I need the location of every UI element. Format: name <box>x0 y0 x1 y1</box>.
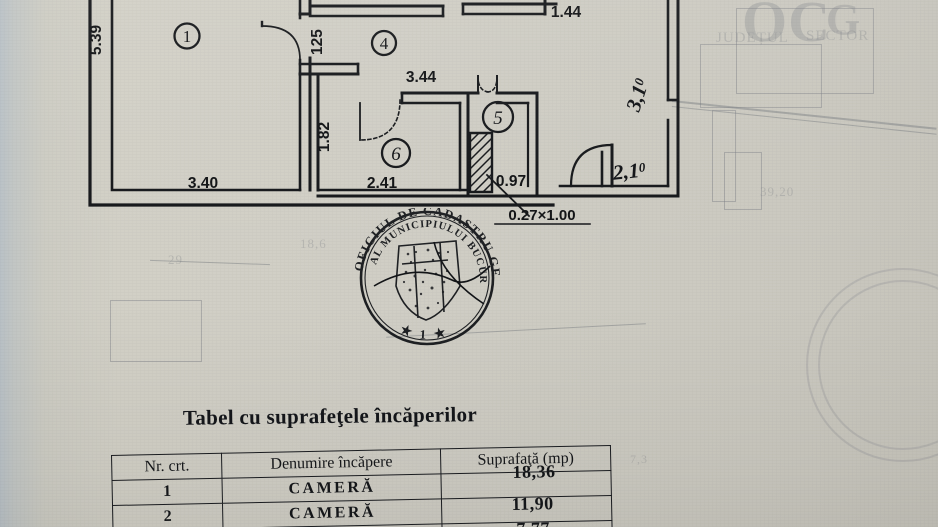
cell-nr-1: 1 <box>112 478 223 506</box>
dimension-3-40: 3.40 <box>188 175 218 192</box>
ghost-text-fragment: JUDEȚUL <box>716 30 789 46</box>
ghost-rect <box>736 8 874 94</box>
ghost-text-fragment: 39,20 <box>760 184 795 199</box>
svg-text:★ 1 ★: ★ 1 ★ <box>398 321 450 342</box>
stamp-bottom-mark: ★ 1 ★ <box>398 321 447 342</box>
room-number-6: 6 <box>391 144 401 165</box>
room-areas-table: Nr. crt. Denumire încăpere Suprafaţă (mp… <box>111 445 613 527</box>
dimension-3-44: 3.44 <box>406 69 437 86</box>
handwritten-2-10: 2,10 <box>611 157 648 184</box>
official-cadastre-stamp: OFICIUL DE CADASTRU GEODEZIE ȘI CARTOGRA… <box>339 197 510 348</box>
area-value-row-1: 11,90 <box>511 492 554 514</box>
ghost-rect <box>110 300 202 362</box>
ghost-text-fragment: 29 <box>168 252 183 267</box>
ghost-text-fragment: OC <box>742 0 831 54</box>
cell-denumire-2: CAMERĂ <box>222 498 443 527</box>
room-number-4: 4 <box>380 34 389 53</box>
dimension-2-41: 2.41 <box>367 175 398 192</box>
room-number-5: 5 <box>493 108 503 129</box>
ghost-text-fragment: 7,3 <box>630 452 648 466</box>
dimension-0-27x1-00: 0.27×1.00 <box>508 207 575 224</box>
dimension-1-44: 1.44 <box>551 4 582 21</box>
ghost-rect <box>700 44 822 108</box>
floating-area-value: 18,36 <box>512 460 556 482</box>
room-number-1: 1 <box>183 27 192 46</box>
cell-nr-2: 2 <box>112 503 224 527</box>
dimension-1-82: 1.82 <box>316 122 333 152</box>
handwritten-3-10: 3,10 <box>621 75 654 115</box>
area-value-row-2: 7,77 <box>516 518 550 527</box>
ghost-text-fragment: G <box>826 0 862 44</box>
ghost-text-fragment: 18,6 <box>300 236 327 251</box>
dimension-125: 125 <box>309 29 326 55</box>
column-header-nr: Nr. crt. <box>111 453 223 481</box>
dimension-0-97: 0.97 <box>496 173 526 190</box>
ghost-rect <box>724 152 762 210</box>
dimension-5-39: 5.39 <box>88 25 105 56</box>
ghost-text-fragment: SECTOR <box>806 28 870 44</box>
